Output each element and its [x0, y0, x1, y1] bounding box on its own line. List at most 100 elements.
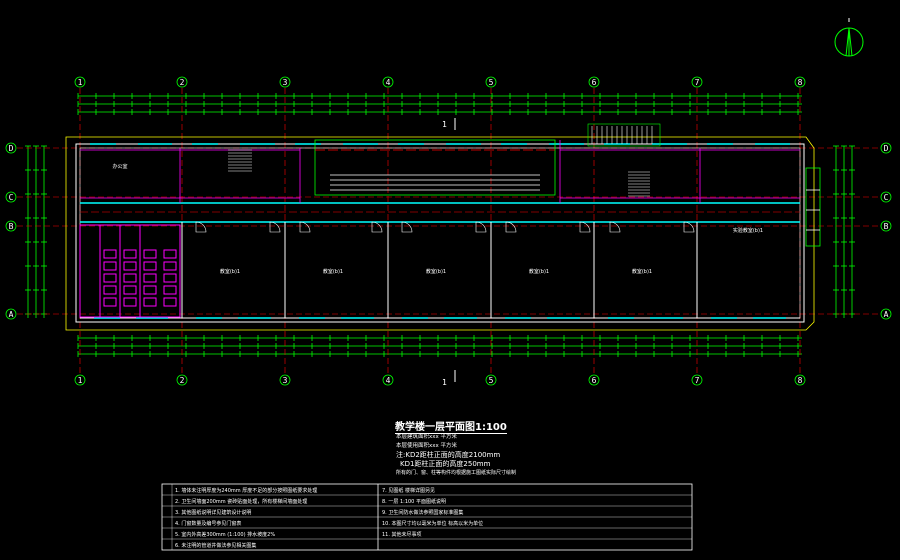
axis-label-8: 8 [798, 376, 803, 385]
axis-label-3: 3 [283, 376, 288, 385]
axis-label-B: B [884, 222, 889, 231]
legend-item: 2. 卫生间墙面200mm 瓷砖贴面处理，所有楼梯间墙面处理 [175, 499, 308, 505]
toilet-stall [143, 249, 157, 259]
axis-label-5: 5 [489, 376, 494, 385]
axis-bubble [382, 374, 394, 386]
central-hall [314, 139, 556, 196]
axis-bubble [74, 76, 86, 88]
stairs [228, 123, 661, 197]
axis-label-2: 2 [180, 78, 185, 87]
note-line: 所有的门、窗、柱等构件均根据施工图纸实际尺寸绘制 [396, 470, 517, 476]
axis-bubble [880, 191, 892, 203]
building-outline [65, 136, 815, 331]
axis-label-A: A [9, 310, 14, 319]
legend-item: 9. 卫生间防水做法参照国家标准图集 [382, 510, 464, 516]
door-swing [195, 221, 207, 233]
axis-bubble [5, 220, 17, 232]
axis-bubble [382, 76, 394, 88]
door-swing [683, 221, 695, 233]
room-label: 教室(b)1 [426, 268, 446, 275]
axis-grid-lines [17, 88, 880, 374]
axis-label-A: A [884, 310, 889, 319]
toilet-stall [163, 285, 177, 295]
notes-block: 本层建筑面积xxx 平方米 本层使用面积xxx 平方米 注:KD2距柱正面的高度… [396, 433, 516, 478]
axis-label-6: 6 [592, 376, 597, 385]
axis-bubble [691, 374, 703, 386]
axis-label-2: 2 [180, 376, 185, 385]
legend-item: 11. 其他未尽事项 [382, 532, 422, 538]
axis-label-7: 7 [695, 78, 700, 87]
toilet-stall [103, 261, 117, 271]
toilet-stall [103, 285, 117, 295]
room-label: 教室(b)1 [529, 268, 549, 275]
toilet-stall [123, 285, 137, 295]
axis-bubble [588, 374, 600, 386]
axis-bubble [485, 374, 497, 386]
axis-bubble [176, 374, 188, 386]
door-swing [475, 221, 487, 233]
legend-right-column: 7. 见图纸 楼梯详图另见 8. 一层 1:100 平面图纸说明 9. 卫生间防… [382, 486, 688, 541]
doors [195, 221, 695, 233]
toilet-stall [143, 285, 157, 295]
axis-bubble [588, 76, 600, 88]
axis-bubble [176, 76, 188, 88]
door-swing [505, 221, 517, 233]
axis-bubble [880, 142, 892, 154]
note-line: 本层建筑面积xxx 平方米 [396, 434, 458, 440]
room-label: 实验教室(b)1 [733, 227, 763, 234]
toilet-stall [123, 297, 137, 307]
axis-label-B: B [9, 222, 14, 231]
toilet-stall [103, 297, 117, 307]
corridor [80, 202, 800, 223]
upper-room-walls [80, 140, 800, 203]
legend-item: 8. 一层 1:100 平面图纸说明 [382, 499, 446, 505]
note-line: 注:KD2距柱正面的高度2100mm [396, 451, 501, 459]
windows [90, 143, 790, 319]
axis-label-C: C [9, 193, 14, 202]
axis-bubble [485, 76, 497, 88]
toilet-stall [143, 273, 157, 283]
axis-label-4: 4 [386, 376, 391, 385]
door-swing [401, 221, 413, 233]
note-line: 本层使用面积xxx 平方米 [396, 443, 458, 449]
axis-bubble [74, 374, 86, 386]
legend-left-column: 1. 墙体未注明厚度为240mm 厚度不足的部分按照图纸要求处理 2. 卫生间墙… [175, 486, 375, 552]
toilet-area [79, 224, 181, 318]
door-swing [579, 221, 591, 233]
legend-item: 10. 本图尺寸均以毫米为单位 标高以米为单位 [382, 521, 484, 527]
axis-label-8: 8 [798, 78, 803, 87]
axis-label-6: 6 [592, 78, 597, 87]
door-swing [269, 221, 281, 233]
toilet-stall [163, 249, 177, 259]
north-arrow-icon [834, 18, 864, 57]
toilet-stall [103, 273, 117, 283]
axis-label-7: 7 [695, 376, 700, 385]
door-swing [371, 221, 383, 233]
axis-label-D: D [884, 144, 889, 153]
toilet-stall [163, 297, 177, 307]
axis-bubble [880, 220, 892, 232]
toilet-stall [103, 249, 117, 259]
room-label: 教室(b)1 [323, 268, 343, 275]
drawing-title: 教学楼一层平面图1:100 [395, 418, 507, 434]
note-line: KD1距柱正面的高度250mm [400, 460, 491, 468]
axis-bubble [279, 76, 291, 88]
toilet-stall [123, 249, 137, 259]
section-mark-bottom: 1 [442, 378, 447, 387]
axis-label-4: 4 [386, 78, 391, 87]
toilet-stall [143, 297, 157, 307]
axis-label-C: C [884, 193, 889, 202]
legend-item: 4. 门窗数量及编号参见门窗表 [175, 521, 242, 527]
door-swing [609, 221, 621, 233]
toilet-stall [163, 273, 177, 283]
legend-item: 3. 其他图纸说明详见建筑设计说明 [175, 510, 252, 516]
side-entrance [805, 167, 821, 247]
axis-bubble [279, 374, 291, 386]
room-label: 教室(b)1 [632, 268, 652, 275]
room-label: 办公室 [112, 163, 127, 170]
axis-bubble [691, 76, 703, 88]
